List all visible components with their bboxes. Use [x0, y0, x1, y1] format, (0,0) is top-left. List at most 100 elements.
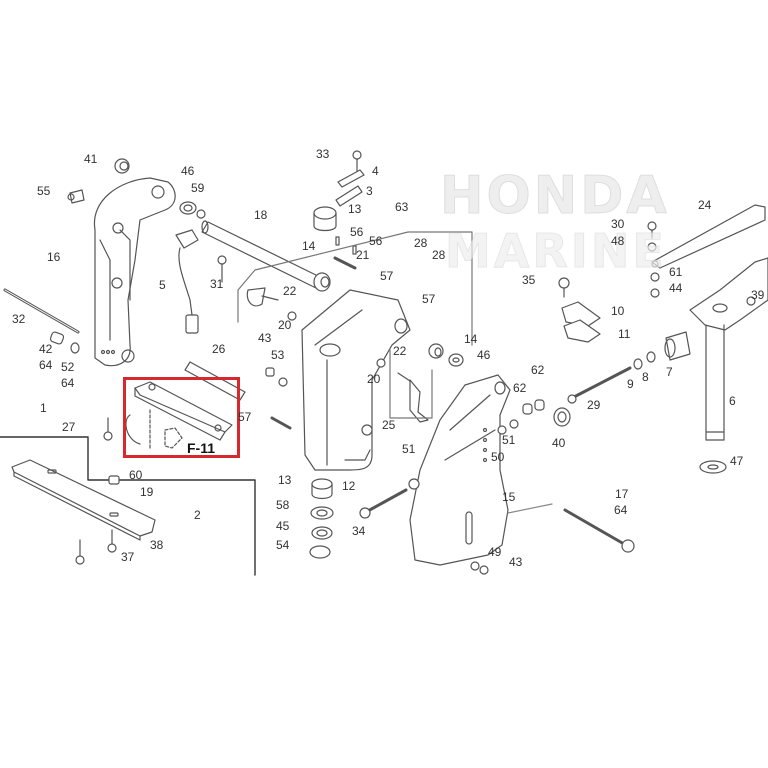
- callout-18[interactable]: 18: [254, 208, 268, 222]
- callout-29[interactable]: 29: [587, 398, 601, 412]
- callout-22[interactable]: 22: [283, 284, 297, 298]
- callout-54[interactable]: 54: [276, 538, 290, 552]
- callout-62[interactable]: 62: [513, 381, 527, 395]
- callout-38[interactable]: 38: [150, 538, 164, 552]
- callout-51[interactable]: 51: [402, 442, 416, 456]
- callout-21[interactable]: 21: [356, 248, 370, 262]
- callout-13[interactable]: 13: [348, 202, 362, 216]
- part-12-swivel-case: [301, 289, 411, 471]
- callout-39[interactable]: 39: [751, 288, 765, 302]
- callout-8[interactable]: 8: [642, 370, 649, 384]
- callout-24[interactable]: 24: [698, 198, 712, 212]
- callout-16[interactable]: 16: [47, 250, 61, 264]
- callout-51[interactable]: 51: [502, 433, 516, 447]
- callout-52[interactable]: 52: [61, 360, 75, 374]
- highlight-box[interactable]: [123, 377, 240, 458]
- callout-34[interactable]: 34: [352, 524, 366, 538]
- callout-50[interactable]: 50: [491, 450, 505, 464]
- callout-15[interactable]: 15: [502, 490, 516, 504]
- callout-43[interactable]: 43: [258, 331, 272, 345]
- callout-49[interactable]: 49: [488, 545, 502, 559]
- part-32-rod: [3, 288, 80, 334]
- callout-59[interactable]: 59: [191, 181, 205, 195]
- callout-32[interactable]: 32: [12, 312, 26, 326]
- callout-47[interactable]: 47: [730, 454, 744, 468]
- callout-63[interactable]: 63: [395, 200, 409, 214]
- callout-56[interactable]: 56: [350, 225, 364, 239]
- callout-13[interactable]: 13: [278, 473, 292, 487]
- callout-56[interactable]: 56: [369, 234, 383, 248]
- callout-20[interactable]: 20: [278, 318, 292, 332]
- callout-30[interactable]: 30: [611, 217, 625, 231]
- part-52-washer: [70, 342, 80, 354]
- callout-33[interactable]: 33: [316, 147, 330, 161]
- part-61-bush: [650, 272, 660, 282]
- callout-5[interactable]: 5: [159, 278, 166, 292]
- callout-17[interactable]: 17: [615, 487, 629, 501]
- callout-7[interactable]: 7: [666, 365, 673, 379]
- section-divider: [0, 436, 256, 576]
- part-3-plate: [335, 185, 363, 207]
- reference-label-f11[interactable]: F-11: [187, 440, 216, 456]
- callout-64[interactable]: 64: [39, 358, 53, 372]
- part-58-washer: [310, 506, 334, 520]
- callout-57[interactable]: 57: [422, 292, 436, 306]
- part-21-fitting: [333, 256, 357, 270]
- callout-20[interactable]: 20: [367, 372, 381, 386]
- callout-14[interactable]: 14: [464, 332, 478, 346]
- callout-44[interactable]: 44: [669, 281, 683, 295]
- part-54-ring: [309, 545, 331, 559]
- callout-31[interactable]: 31: [210, 277, 224, 291]
- part-59-washer: [196, 209, 206, 219]
- callout-26[interactable]: 26: [212, 342, 226, 356]
- callout-4[interactable]: 4: [372, 164, 379, 178]
- callout-64[interactable]: 64: [614, 503, 628, 517]
- callout-46[interactable]: 46: [181, 164, 195, 178]
- callout-35[interactable]: 35: [522, 273, 536, 287]
- part-5-sensor: [175, 229, 199, 334]
- part-62b-bushing: [534, 399, 545, 411]
- callout-1[interactable]: 1: [40, 401, 47, 415]
- callout-41[interactable]: 41: [84, 152, 98, 166]
- callout-14[interactable]: 14: [302, 239, 316, 253]
- callout-25[interactable]: 25: [382, 418, 396, 432]
- callout-55[interactable]: 55: [37, 184, 51, 198]
- callout-64[interactable]: 64: [61, 376, 75, 390]
- callout-43[interactable]: 43: [509, 555, 523, 569]
- callout-28[interactable]: 28: [414, 236, 428, 250]
- callout-61[interactable]: 61: [669, 265, 683, 279]
- callout-53[interactable]: 53: [271, 348, 285, 362]
- part-51b-washer: [509, 419, 519, 429]
- part-13b-collar: [311, 478, 333, 500]
- callout-12[interactable]: 12: [342, 479, 356, 493]
- part-22b-lever: [397, 372, 429, 423]
- callout-46[interactable]: 46: [477, 348, 491, 362]
- part-42-bushing: [49, 331, 65, 345]
- callout-57[interactable]: 57: [380, 269, 394, 283]
- callout-37[interactable]: 37: [121, 550, 135, 564]
- callout-58[interactable]: 58: [276, 498, 290, 512]
- part-24-arm: [651, 204, 766, 269]
- part-9-washer: [633, 358, 643, 370]
- callout-11[interactable]: 11: [618, 327, 631, 341]
- callout-48[interactable]: 48: [611, 234, 625, 248]
- callout-57[interactable]: 57: [238, 410, 252, 424]
- part-51-washer: [408, 478, 420, 490]
- callout-60[interactable]: 60: [129, 468, 143, 482]
- callout-40[interactable]: 40: [552, 436, 566, 450]
- callout-62[interactable]: 62: [531, 363, 545, 377]
- callout-27[interactable]: 27: [62, 420, 76, 434]
- callout-3[interactable]: 3: [366, 184, 373, 198]
- callout-19[interactable]: 19: [140, 485, 154, 499]
- callout-10[interactable]: 10: [611, 304, 625, 318]
- callout-9[interactable]: 9: [627, 377, 634, 391]
- callout-28[interactable]: 28: [432, 248, 446, 262]
- callout-6[interactable]: 6: [729, 394, 736, 408]
- part-43-nut: [265, 367, 275, 377]
- callout-45[interactable]: 45: [276, 519, 290, 533]
- part-30-bolt: [647, 221, 657, 239]
- callout-2[interactable]: 2: [194, 508, 201, 522]
- callout-42[interactable]: 42: [39, 342, 53, 356]
- callout-22[interactable]: 22: [393, 344, 407, 358]
- part-4-plate: [337, 169, 365, 188]
